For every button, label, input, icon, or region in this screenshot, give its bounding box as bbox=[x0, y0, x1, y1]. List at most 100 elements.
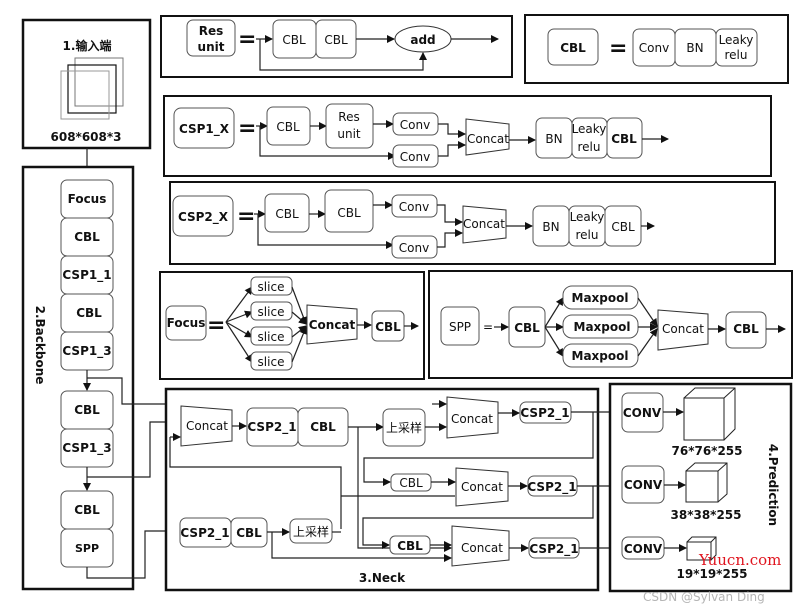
legend-spp: SPP = CBL Maxpool Maxpool Maxpool Concat… bbox=[428, 270, 793, 379]
svg-text:CBL: CBL bbox=[514, 321, 540, 335]
svg-text:CSP2_1: CSP2_1 bbox=[527, 480, 576, 495]
backbone-block-csp1-3-b: CSP1_3 bbox=[60, 428, 114, 468]
neck-upsample-b: 上采样 bbox=[289, 518, 333, 544]
svg-text:Concat: Concat bbox=[662, 322, 704, 336]
svg-text:=: = bbox=[207, 313, 225, 338]
neck-csp2-1-e: CSP2_1 bbox=[528, 537, 580, 559]
svg-text:CSP2_X: CSP2_X bbox=[178, 210, 229, 225]
neck-upsample-a: 上采样 bbox=[382, 408, 426, 447]
svg-text:Concat: Concat bbox=[467, 132, 509, 146]
svg-text:CSP1_1: CSP1_1 bbox=[62, 268, 111, 283]
svg-text:BN: BN bbox=[545, 132, 562, 146]
svg-text:CBL: CBL bbox=[310, 420, 336, 434]
backbone-block-csp1-1: CSP1_1 bbox=[60, 255, 114, 295]
svg-text:上采样: 上采样 bbox=[293, 524, 329, 539]
neck-panel: Concat CSP2_1 CBL 上采样 Concat CSP2_1 bbox=[164, 387, 621, 592]
neck-csp2-1-d: CSP2_1 bbox=[179, 517, 232, 548]
input-size: 608*608*3 bbox=[51, 130, 122, 144]
svg-text:BN: BN bbox=[686, 41, 703, 55]
prediction-conv-2: CONV bbox=[621, 465, 665, 504]
neck-cbl-d: CBL bbox=[389, 535, 431, 555]
svg-text:=: = bbox=[238, 116, 256, 141]
svg-text:relu: relu bbox=[578, 140, 601, 154]
watermark-site: Yuucn.com bbox=[698, 551, 781, 569]
svg-text:CBL: CBL bbox=[276, 120, 300, 134]
backbone-block-csp1-3-a: CSP1_3 bbox=[60, 331, 114, 371]
neck-cbl-a: CBL bbox=[297, 407, 349, 447]
svg-text:Concat: Concat bbox=[463, 217, 505, 231]
svg-text:Res: Res bbox=[199, 24, 224, 38]
svg-text:Concat: Concat bbox=[461, 480, 503, 494]
backbone-block-cbl-1: CBL bbox=[60, 217, 114, 257]
svg-text:CBL: CBL bbox=[76, 306, 102, 320]
neck-concat-4: Concat bbox=[451, 525, 510, 567]
svg-text:CONV: CONV bbox=[624, 542, 663, 556]
svg-text:add: add bbox=[410, 33, 435, 47]
svg-text:CBL: CBL bbox=[733, 322, 759, 336]
svg-text:CBL: CBL bbox=[399, 476, 423, 490]
neck-concat-3: Concat bbox=[455, 467, 509, 507]
watermark-author: CSDN @Sylvan Ding bbox=[643, 590, 765, 604]
svg-text:slice: slice bbox=[258, 355, 285, 369]
svg-text:Res: Res bbox=[338, 110, 359, 124]
svg-text:relu: relu bbox=[725, 48, 748, 62]
input-panel: 1.输入端 608*608*3 bbox=[21, 18, 152, 150]
svg-text:=: = bbox=[238, 27, 256, 52]
output-size-2: 38*38*255 bbox=[671, 508, 742, 522]
svg-text:Leaky: Leaky bbox=[570, 210, 605, 224]
svg-text:Concat: Concat bbox=[461, 541, 503, 555]
neck-concat-2: Concat bbox=[446, 396, 499, 439]
output-cube-medium-icon bbox=[685, 462, 728, 503]
svg-text:CSP2_1: CSP2_1 bbox=[520, 406, 569, 421]
svg-text:CSP1_3: CSP1_3 bbox=[62, 441, 111, 456]
svg-text:CBL: CBL bbox=[611, 132, 637, 146]
svg-text:Focus: Focus bbox=[167, 316, 206, 330]
neck-concat-1: Concat bbox=[180, 405, 233, 447]
svg-text:Maxpool: Maxpool bbox=[572, 349, 629, 363]
svg-text:Maxpool: Maxpool bbox=[572, 291, 629, 305]
svg-text:unit: unit bbox=[337, 127, 361, 141]
output-size-1: 76*76*255 bbox=[672, 444, 743, 458]
svg-text:CBL: CBL bbox=[236, 526, 262, 540]
neck-cbl-c: CBL bbox=[230, 517, 268, 548]
svg-text:Conv: Conv bbox=[400, 118, 430, 132]
svg-text:CSP2_1: CSP2_1 bbox=[247, 420, 296, 435]
svg-text:=: = bbox=[609, 36, 627, 61]
legend-focus: Focus = slice slice slice slice Concat C… bbox=[159, 271, 425, 380]
prediction-panel: 4.Prediction CONV 76*76*255 CONV 38*38*2… bbox=[608, 382, 793, 593]
legend-csp2-x: CSP2_X = CBL CBL Conv Conv Concat BN Lea… bbox=[169, 181, 776, 265]
svg-text:CBL: CBL bbox=[560, 41, 586, 55]
svg-text:CSP1_3: CSP1_3 bbox=[62, 344, 111, 359]
legend-csp1-x: CSP1_X = CBL Res unit Conv Conv Concat B… bbox=[163, 95, 772, 177]
prediction-title: 4.Prediction bbox=[766, 444, 780, 526]
svg-text:slice: slice bbox=[258, 305, 285, 319]
svg-text:CBL: CBL bbox=[611, 220, 635, 234]
svg-text:CBL: CBL bbox=[337, 206, 361, 220]
neck-title: 3.Neck bbox=[359, 571, 406, 585]
svg-text:Maxpool: Maxpool bbox=[574, 320, 631, 334]
svg-text:Conv: Conv bbox=[639, 41, 669, 55]
svg-text:CBL: CBL bbox=[324, 33, 348, 47]
svg-text:Leaky: Leaky bbox=[719, 33, 754, 47]
backbone-panel: 2.Backbone Focus CBL CSP1_1 CBL CSP1_3 C… bbox=[21, 165, 432, 591]
neck-csp2-1-b: CSP2_1 bbox=[519, 401, 572, 424]
svg-text:CBL: CBL bbox=[74, 403, 100, 417]
svg-text:relu: relu bbox=[576, 228, 599, 242]
legend-res-unit: Res unit = CBL CBL add bbox=[160, 15, 513, 78]
svg-text:CBL: CBL bbox=[74, 230, 100, 244]
prediction-conv-3: CONV bbox=[621, 536, 665, 560]
svg-text:=: = bbox=[237, 204, 255, 229]
svg-text:Concat: Concat bbox=[309, 318, 356, 332]
svg-text:Concat: Concat bbox=[451, 412, 493, 426]
svg-text:CSP2_1: CSP2_1 bbox=[180, 526, 229, 541]
svg-text:CSP1_X: CSP1_X bbox=[179, 122, 230, 137]
svg-text:CBL: CBL bbox=[397, 539, 423, 553]
svg-text:Conv: Conv bbox=[400, 150, 430, 164]
svg-text:CSP2_1: CSP2_1 bbox=[529, 542, 578, 557]
backbone-block-cbl-3: CBL bbox=[60, 390, 114, 430]
image-stack-icon bbox=[60, 57, 124, 120]
svg-text:Conv: Conv bbox=[399, 241, 429, 255]
svg-text:=: = bbox=[483, 320, 493, 334]
svg-text:BN: BN bbox=[542, 220, 559, 234]
